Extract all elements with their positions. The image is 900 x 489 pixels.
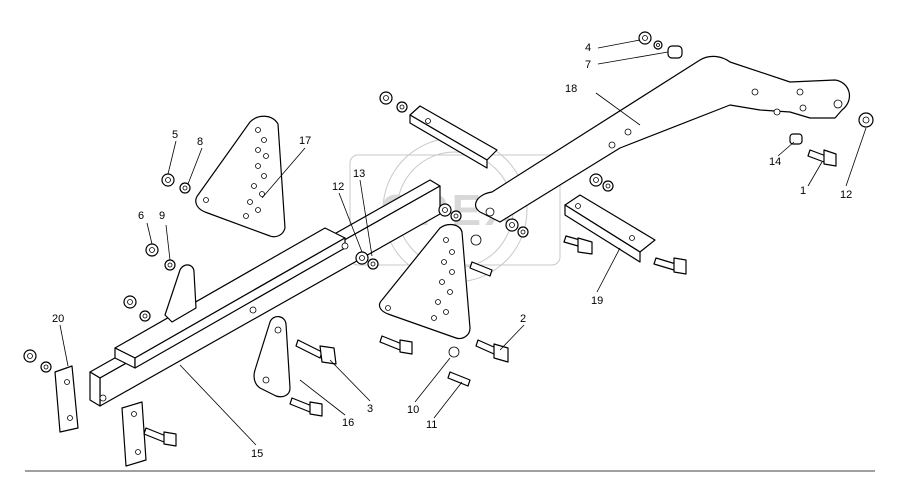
bolt-lower-2 <box>143 427 177 447</box>
callout-15: 15 <box>251 448 263 460</box>
bolt-lower-1 <box>289 397 323 417</box>
callout-3: 3 <box>367 403 373 415</box>
bolt-3 <box>295 339 337 365</box>
callout-12a: 12 <box>332 181 344 193</box>
callout-12b: 12 <box>840 189 852 201</box>
bolt-plate <box>379 335 413 355</box>
bracket-rear <box>164 264 197 323</box>
callout-11: 11 <box>426 419 437 431</box>
arm-18 <box>475 55 851 223</box>
callout-2: 2 <box>520 313 526 325</box>
callout-18: 18 <box>565 83 577 95</box>
callout-10: 10 <box>407 404 419 416</box>
nuts-washers <box>23 31 874 373</box>
callout-1: 1 <box>800 185 806 197</box>
plate-17 <box>195 115 286 238</box>
leader-lines <box>59 39 867 446</box>
bolt-1 <box>807 149 837 167</box>
plate-19 <box>564 194 656 263</box>
plate-lower <box>121 401 147 467</box>
callout-7: 7 <box>585 59 591 71</box>
bolt-19 <box>653 257 687 275</box>
bolt-2 <box>475 339 509 363</box>
callout-9: 9 <box>159 210 165 222</box>
bracket-16 <box>253 316 291 398</box>
plate-20 <box>54 365 79 433</box>
callout-16: 16 <box>342 417 354 429</box>
plate-front <box>378 223 471 340</box>
beam-15 <box>89 179 441 407</box>
callout-19: 19 <box>591 295 603 307</box>
callout-5: 5 <box>172 129 178 141</box>
bolt-mid <box>563 235 593 255</box>
callout-13: 13 <box>353 168 365 180</box>
callout-14: 14 <box>769 156 781 168</box>
callout-20: 20 <box>52 313 64 325</box>
callout-4: 4 <box>585 42 591 54</box>
callout-labels: 1 2 3 4 5 6 7 8 9 10 11 12 12 13 14 15 1… <box>52 42 852 460</box>
callout-6: 6 <box>138 210 144 222</box>
pins <box>447 234 493 387</box>
plate-top <box>409 105 498 169</box>
callout-8: 8 <box>197 136 203 148</box>
callout-17: 17 <box>299 135 311 147</box>
